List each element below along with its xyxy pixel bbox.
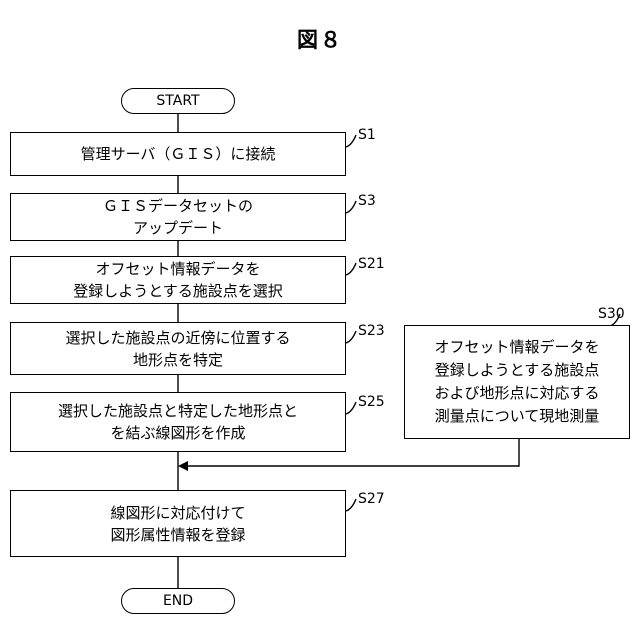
end-terminal: END — [121, 588, 235, 614]
step-text-s25: 選択した施設点と特定した地形点と を結ぶ線図形を作成 — [58, 400, 298, 444]
step-text-s27: 線図形に対応付けて 図形属性情報を登録 — [110, 502, 245, 546]
step-box-s27: 線図形に対応付けて 図形属性情報を登録 — [10, 490, 346, 557]
start-terminal: START — [121, 88, 235, 114]
leader-s27 — [346, 499, 356, 511]
step-box-s3: ＧＩＳデータセットの アップデート — [10, 193, 346, 241]
leader-s23 — [346, 331, 356, 343]
step-text-s1: 管理サーバ（ＧＩＳ）に接続 — [81, 143, 276, 165]
end-label: END — [163, 593, 193, 609]
step-label-s1: S1 — [358, 127, 376, 143]
merge-arrowhead — [178, 461, 188, 471]
step-box-s1: 管理サーバ（ＧＩＳ）に接続 — [10, 132, 346, 176]
step-box-s23: 選択した施設点の近傍に位置する 地形点を特定 — [10, 322, 346, 375]
leader-s21 — [346, 263, 356, 275]
step-label-s30: S30 — [598, 306, 625, 322]
step-box-s25: 選択した施設点と特定した地形点と を結ぶ線図形を作成 — [10, 392, 346, 452]
step-label-s3: S3 — [358, 193, 376, 209]
step-label-s25: S25 — [358, 394, 385, 410]
step-text-s30: オフセット情報データを 登録しようとする施設点 および地形点に対応する 測量点に… — [434, 336, 599, 428]
step-box-s21: オフセット情報データを 登録しようとする施設点を選択 — [10, 256, 346, 304]
step-text-s3: ＧＩＳデータセットの アップデート — [103, 195, 253, 239]
start-label: START — [156, 93, 199, 109]
step-label-s27: S27 — [358, 491, 385, 507]
step-box-s30: オフセット情報データを 登録しようとする施設点 および地形点に対応する 測量点に… — [404, 325, 630, 439]
step-text-s21: オフセット情報データを 登録しようとする施設点を選択 — [73, 258, 283, 302]
step-label-s21: S21 — [358, 256, 385, 272]
leader-s1 — [346, 135, 356, 147]
leader-s3 — [346, 201, 356, 213]
step-label-s23: S23 — [358, 323, 385, 339]
leader-s25 — [346, 402, 356, 414]
step-text-s23: 選択した施設点の近傍に位置する 地形点を特定 — [65, 327, 290, 371]
